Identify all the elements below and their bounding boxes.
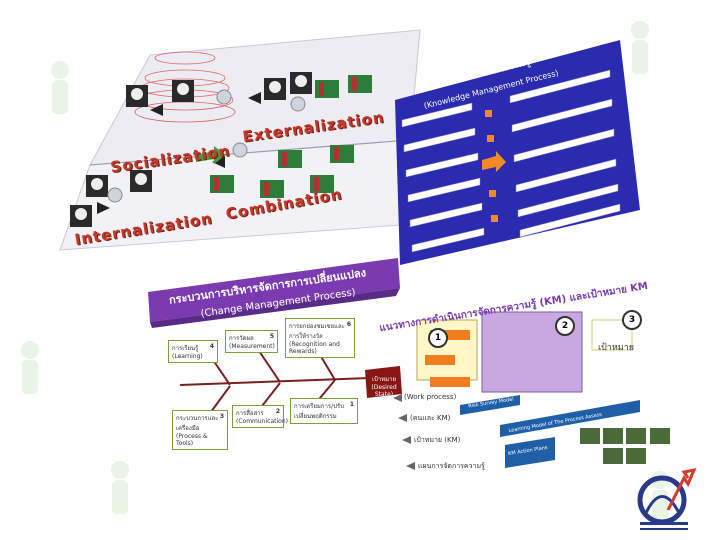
fishbone-box-number: 4 [210,343,214,350]
fishbone-head-label: เป้าหมาย (Desired State) [368,374,400,398]
roadmap-step-1: (Work process) [404,393,456,401]
fishbone-box-label: การสื่อสาร (Communication) [236,410,288,425]
fishbone-box-number: 5 [270,333,274,340]
fishbone-box-number: 3 [220,413,224,420]
fishbone-box-label: การเตรียมการ/ปรับเปลี่ยนพฤติกรรม [294,403,344,420]
fishbone-box-2: 2 การสื่อสาร (Communication) [232,405,284,428]
fishbone-box-6: 6 การยกย่องชมเชยและการให้รางวัล (Recogni… [285,318,355,358]
fishbone-box-4: 4 การเรียนรู้ (Learning) [168,340,218,363]
roadmap-number-2: 2 [555,316,575,336]
roadmap-step-4: แผนการจัดการความรู้ [418,461,485,472]
roadmap-step-2: (คนและ KM) [410,413,450,424]
fishbone-box-number: 1 [350,401,354,408]
fishbone-box-3: 3 กระบวนการและเครื่องมือ (Process & Tool… [172,410,228,450]
fishbone-box-label: กระบวนการและเครื่องมือ (Process & Tools) [176,415,218,447]
roadmap-step-3: เป้าหมาย (KM) [414,435,460,446]
roadmap-number-1: 1 [428,328,448,348]
fishbone-box-number: 2 [276,408,280,415]
fishbone-box-5: 5 การวัดผล (Measurement) [225,330,278,353]
roadmap-goal-label: เป้าหมาย [598,340,634,354]
roadmap-number-3: 3 [622,310,642,330]
fishbone-box-label: การเรียนรู้ (Learning) [172,345,203,360]
fishbone-box-label: การวัดผล (Measurement) [229,335,275,350]
fishbone-box-number: 6 [347,321,351,328]
fishbone-box-label: การยกย่องชมเชยและการให้รางวัล (Recogniti… [289,323,345,355]
fishbone-box-1: 1 การเตรียมการ/ปรับเปลี่ยนพฤติกรรม [290,398,358,424]
